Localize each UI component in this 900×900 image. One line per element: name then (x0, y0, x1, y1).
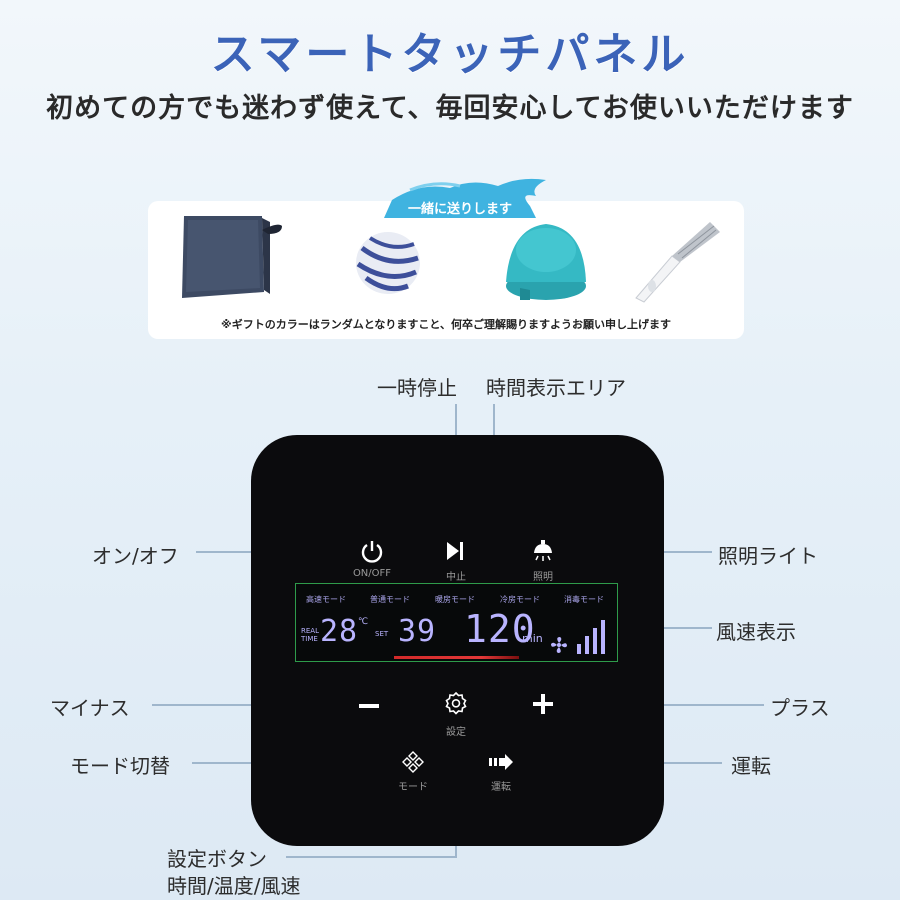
gift-banner: 一緒に送りします (380, 176, 550, 218)
light-button[interactable] (531, 539, 555, 563)
power-icon (361, 541, 383, 563)
mode-button-label: モード (398, 782, 428, 793)
wind-bar (593, 628, 597, 654)
page-subtitle: 初めての方でも迷わず使えて、毎回安心してお使いいただけます (46, 93, 854, 124)
set-button-callout: 設定ボタン (167, 847, 267, 871)
lcd-display (295, 583, 618, 662)
lcd-red-line (394, 656, 519, 659)
pause-button-label: 中止 (446, 572, 466, 583)
mode-indicator-disinfect: 消毒モード (564, 595, 604, 604)
mode-indicator-high: 高速モード (306, 595, 346, 604)
settings-button-label: 設定 (446, 727, 466, 738)
page-title: スマートタッチパネル (210, 29, 690, 80)
plus-icon (533, 694, 553, 714)
power-button-label: ON/OFF (352, 568, 392, 579)
set-callout-line-h (286, 856, 457, 858)
mode-diamond-icon (402, 751, 424, 773)
real-time-label-2: TIME (301, 635, 318, 643)
run-callout: 運転 (731, 754, 771, 778)
light-callout: 照明ライト (718, 544, 818, 568)
wind-bar (577, 644, 581, 654)
plus-callout-line (564, 704, 764, 706)
minus-callout: マイナス (50, 696, 130, 720)
gift-banner-text: 一緒に送りします (407, 202, 512, 217)
ball-icon (352, 228, 424, 298)
mode-indicator-cool: 冷房モード (500, 595, 540, 604)
lamp-icon (534, 540, 552, 561)
mode-button[interactable] (402, 751, 424, 773)
set-tag: SET (375, 630, 389, 638)
time-readout: 120 (464, 607, 536, 651)
comb-icon (628, 216, 724, 304)
pause-callout: 一時停止 (377, 376, 457, 400)
minus-icon (359, 704, 379, 708)
mode-indicator-normal: 普通モード (370, 595, 410, 604)
plus-button[interactable] (532, 693, 554, 715)
wind-bar (585, 636, 589, 654)
towel-icon (178, 212, 288, 304)
run-button-label: 運転 (491, 782, 511, 793)
temperature-readout: 28 (320, 614, 359, 649)
mode-switch-callout: モード切替 (70, 754, 170, 778)
gear-icon (445, 691, 467, 715)
temperature-unit: ℃ (358, 617, 369, 627)
play-pause-icon (447, 542, 463, 560)
pause-button[interactable] (445, 540, 467, 562)
light-button-label: 照明 (533, 572, 553, 583)
mode-indicator-heat: 暖房モード (435, 595, 475, 604)
time-area-callout: 時間表示エリア (486, 376, 626, 400)
real-time-label-1: REAL (301, 627, 319, 635)
settings-button[interactable] (444, 691, 468, 715)
arrow-right-icon (489, 754, 513, 770)
minus-button[interactable] (358, 698, 380, 712)
time-unit: min (522, 632, 543, 645)
set-button-callout-detail: 時間/温度/風速 (167, 874, 301, 898)
fan-icon (550, 636, 568, 654)
gift-note: ※ギフトのカラーはランダムとなりますこと、何卒ご理解賜りますようお願い申し上げま… (221, 318, 671, 331)
on-off-callout: オン/オフ (92, 544, 179, 568)
set-value-readout: 39 (398, 614, 437, 649)
wind-bar (601, 620, 605, 654)
minus-callout-line (152, 704, 348, 706)
run-button[interactable] (489, 754, 513, 770)
bath-brush-icon (500, 216, 592, 306)
power-button[interactable] (358, 539, 386, 565)
plus-callout: プラス (770, 696, 830, 720)
wind-display-callout: 風速表示 (716, 620, 796, 644)
